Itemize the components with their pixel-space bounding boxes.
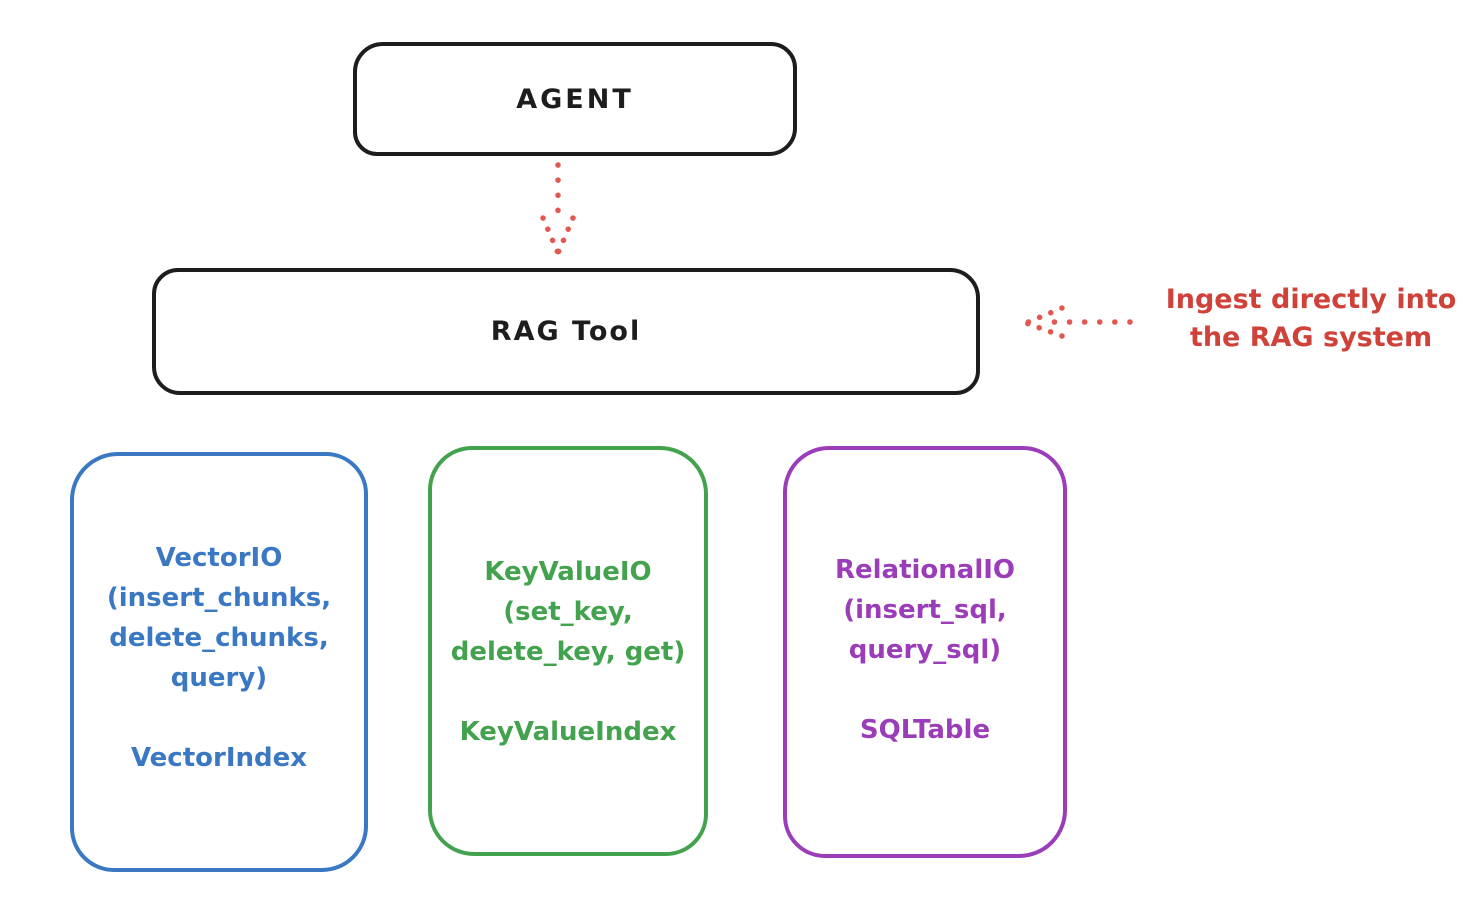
vector-io-box: VectorIO (insert_chunks, delete_chunks, … [70, 452, 368, 872]
io-line: KeyValueIO [484, 557, 652, 587]
ingest-annotation-line1: Ingest directly into [1165, 284, 1457, 315]
vector-index-label: VectorIndex [130, 743, 308, 773]
ingest-left-arrow-icon [1023, 305, 1133, 339]
rag-tool-label: RAG Tool [490, 316, 642, 347]
ingest-annotation-line2: the RAG system [1189, 322, 1433, 353]
io-line: VectorIO [155, 543, 283, 573]
relational-io-box: RelationalIO (insert_sql, query_sql) SQL… [783, 446, 1067, 858]
agent-node: AGENT [353, 42, 797, 156]
io-line: (set_key, [503, 597, 633, 627]
vector-io-signature: VectorIO (insert_chunks, delete_chunks, … [74, 538, 364, 698]
io-line: RelationalIO [834, 555, 1016, 585]
relational-io-signature: RelationalIO (insert_sql, query_sql) [787, 550, 1063, 670]
ingest-annotation: Ingest directly into the RAG system [1138, 281, 1484, 357]
io-line: (insert_sql, [843, 595, 1007, 625]
rag-tool-node: RAG Tool [152, 268, 980, 395]
io-line: delete_chunks, [109, 623, 329, 653]
agent-label: AGENT [516, 83, 634, 115]
keyvalue-io-signature: KeyValueIO (set_key, delete_key, get) [432, 552, 704, 672]
io-line: query) [170, 663, 268, 693]
agent-to-ragtool-arrow-icon [540, 162, 576, 256]
keyvalue-io-box: KeyValueIO (set_key, delete_key, get) Ke… [428, 446, 708, 856]
io-line: delete_key, get) [450, 637, 686, 667]
io-line: (insert_chunks, [106, 583, 332, 613]
keyvalue-index-label: KeyValueIndex [459, 717, 677, 747]
sql-table-label: SQLTable [859, 715, 991, 745]
io-line: query_sql) [848, 635, 1002, 665]
